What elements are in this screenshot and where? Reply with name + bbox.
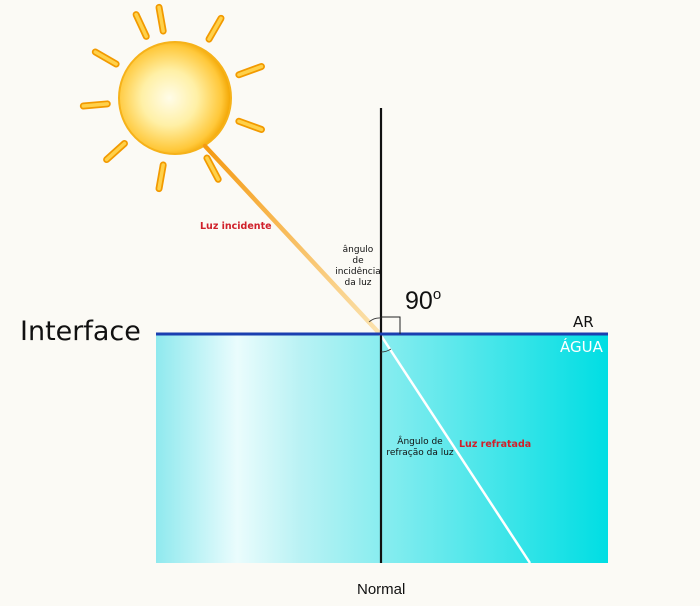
incidence-angle-line: incidência <box>335 267 381 277</box>
refracted-ray <box>378 333 532 564</box>
sun-ray-highlight <box>134 12 149 39</box>
sun-ray-highlight <box>157 163 165 191</box>
incidence-angle-label: ângulo de incidência da luz <box>328 245 388 289</box>
air-label: AR <box>573 313 594 331</box>
sun-ray-highlight <box>237 119 264 132</box>
sun-icon <box>79 3 265 193</box>
incidence-angle-arc <box>368 317 382 323</box>
sun-ray-highlight <box>237 64 264 77</box>
sun-ray-highlight <box>81 102 110 108</box>
interface-label: Interface <box>20 316 141 347</box>
refraction-angle-line: Ângulo de <box>397 437 443 447</box>
sun-ray-highlight <box>104 141 127 162</box>
sun-ray-highlight <box>157 5 165 33</box>
right-angle-label: 90o <box>405 286 441 316</box>
right-angle-value: 90 <box>405 287 433 315</box>
incident-light-label: Luz incidente <box>200 221 272 232</box>
water-label: ÁGUA <box>560 338 603 356</box>
sun-ray-highlight <box>207 16 223 41</box>
refracted-light-label: Luz refratada <box>459 439 532 450</box>
sun-ray-highlight <box>93 50 118 66</box>
refraction-angle-arc <box>380 348 392 353</box>
sun-ray-highlight <box>205 156 220 181</box>
right-angle-marker <box>381 316 401 334</box>
incidence-angle-line: de <box>352 256 364 266</box>
incidence-angle-line: da luz <box>344 278 372 288</box>
right-angle-unit: o <box>432 286 442 303</box>
incident-ray <box>202 143 383 337</box>
refraction-angle-line: refração da luz <box>386 448 454 458</box>
normal-label: Normal <box>357 581 406 598</box>
incidence-angle-line: ângulo <box>342 245 374 255</box>
refraction-angle-label: Ângulo de refração da luz <box>380 437 460 459</box>
